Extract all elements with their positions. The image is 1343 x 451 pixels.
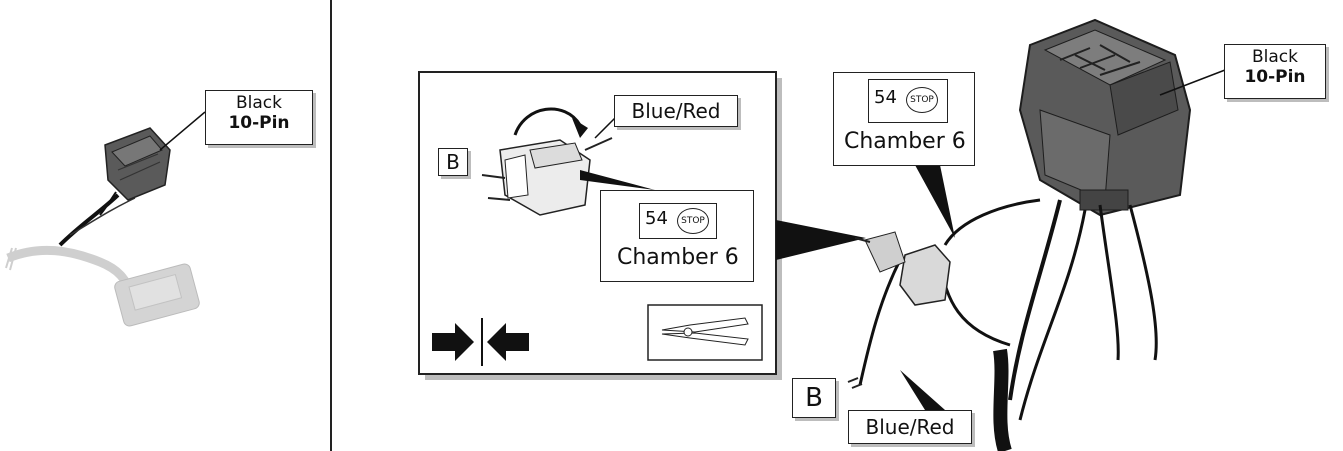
main-wire-label-text: Blue/Red <box>865 415 955 439</box>
left-label-color: Black <box>236 93 282 113</box>
main-splice-connector-icon <box>854 231 951 306</box>
pliers-icon <box>661 317 749 346</box>
main-stop-icon: STOP <box>906 87 938 113</box>
main-connector-label: Black 10-Pin <box>1224 44 1326 99</box>
left-label-pins: 10-Pin <box>228 112 290 133</box>
main-chamber-text: Chamber 6 <box>844 129 966 154</box>
left-connector-icon <box>104 127 171 201</box>
main-connector-icon <box>1018 18 1192 217</box>
main-label-color: Black <box>1252 47 1298 67</box>
blue-red-callout <box>900 370 945 410</box>
chamber-callout <box>915 165 955 238</box>
main-terminal-letter: B <box>805 383 823 413</box>
inset-terminal-b: B <box>438 148 468 176</box>
main-wire-label: Blue/Red <box>848 410 972 444</box>
inset-wire-label: Blue/Red <box>614 95 738 127</box>
main-chamber-box: 54 STOP Chamber 6 <box>833 72 975 166</box>
push-together-arrows-icon <box>432 318 529 366</box>
faded-harness <box>5 245 200 327</box>
main-step-number: 54 <box>874 87 897 108</box>
inset-step-number: 54 <box>645 208 668 229</box>
inset-terminal-letter: B <box>446 150 460 174</box>
inset-callout <box>776 220 866 260</box>
inset-splice-connector-icon <box>481 137 613 216</box>
faded-connector-icon <box>114 263 200 327</box>
main-label-pins: 10-Pin <box>1244 66 1306 87</box>
main-wires <box>858 198 1158 451</box>
stop-icon: STOP <box>677 208 709 234</box>
inset-wire-label-text: Blue/Red <box>631 99 721 123</box>
left-harness <box>58 111 206 247</box>
inset-chamber-box: 54 STOP Chamber 6 <box>600 190 754 282</box>
inset-chamber-text: Chamber 6 <box>617 245 739 270</box>
rotate-arrow-icon <box>513 107 588 138</box>
left-connector-label: Black 10-Pin <box>205 90 313 145</box>
main-terminal-b: B <box>792 378 836 418</box>
